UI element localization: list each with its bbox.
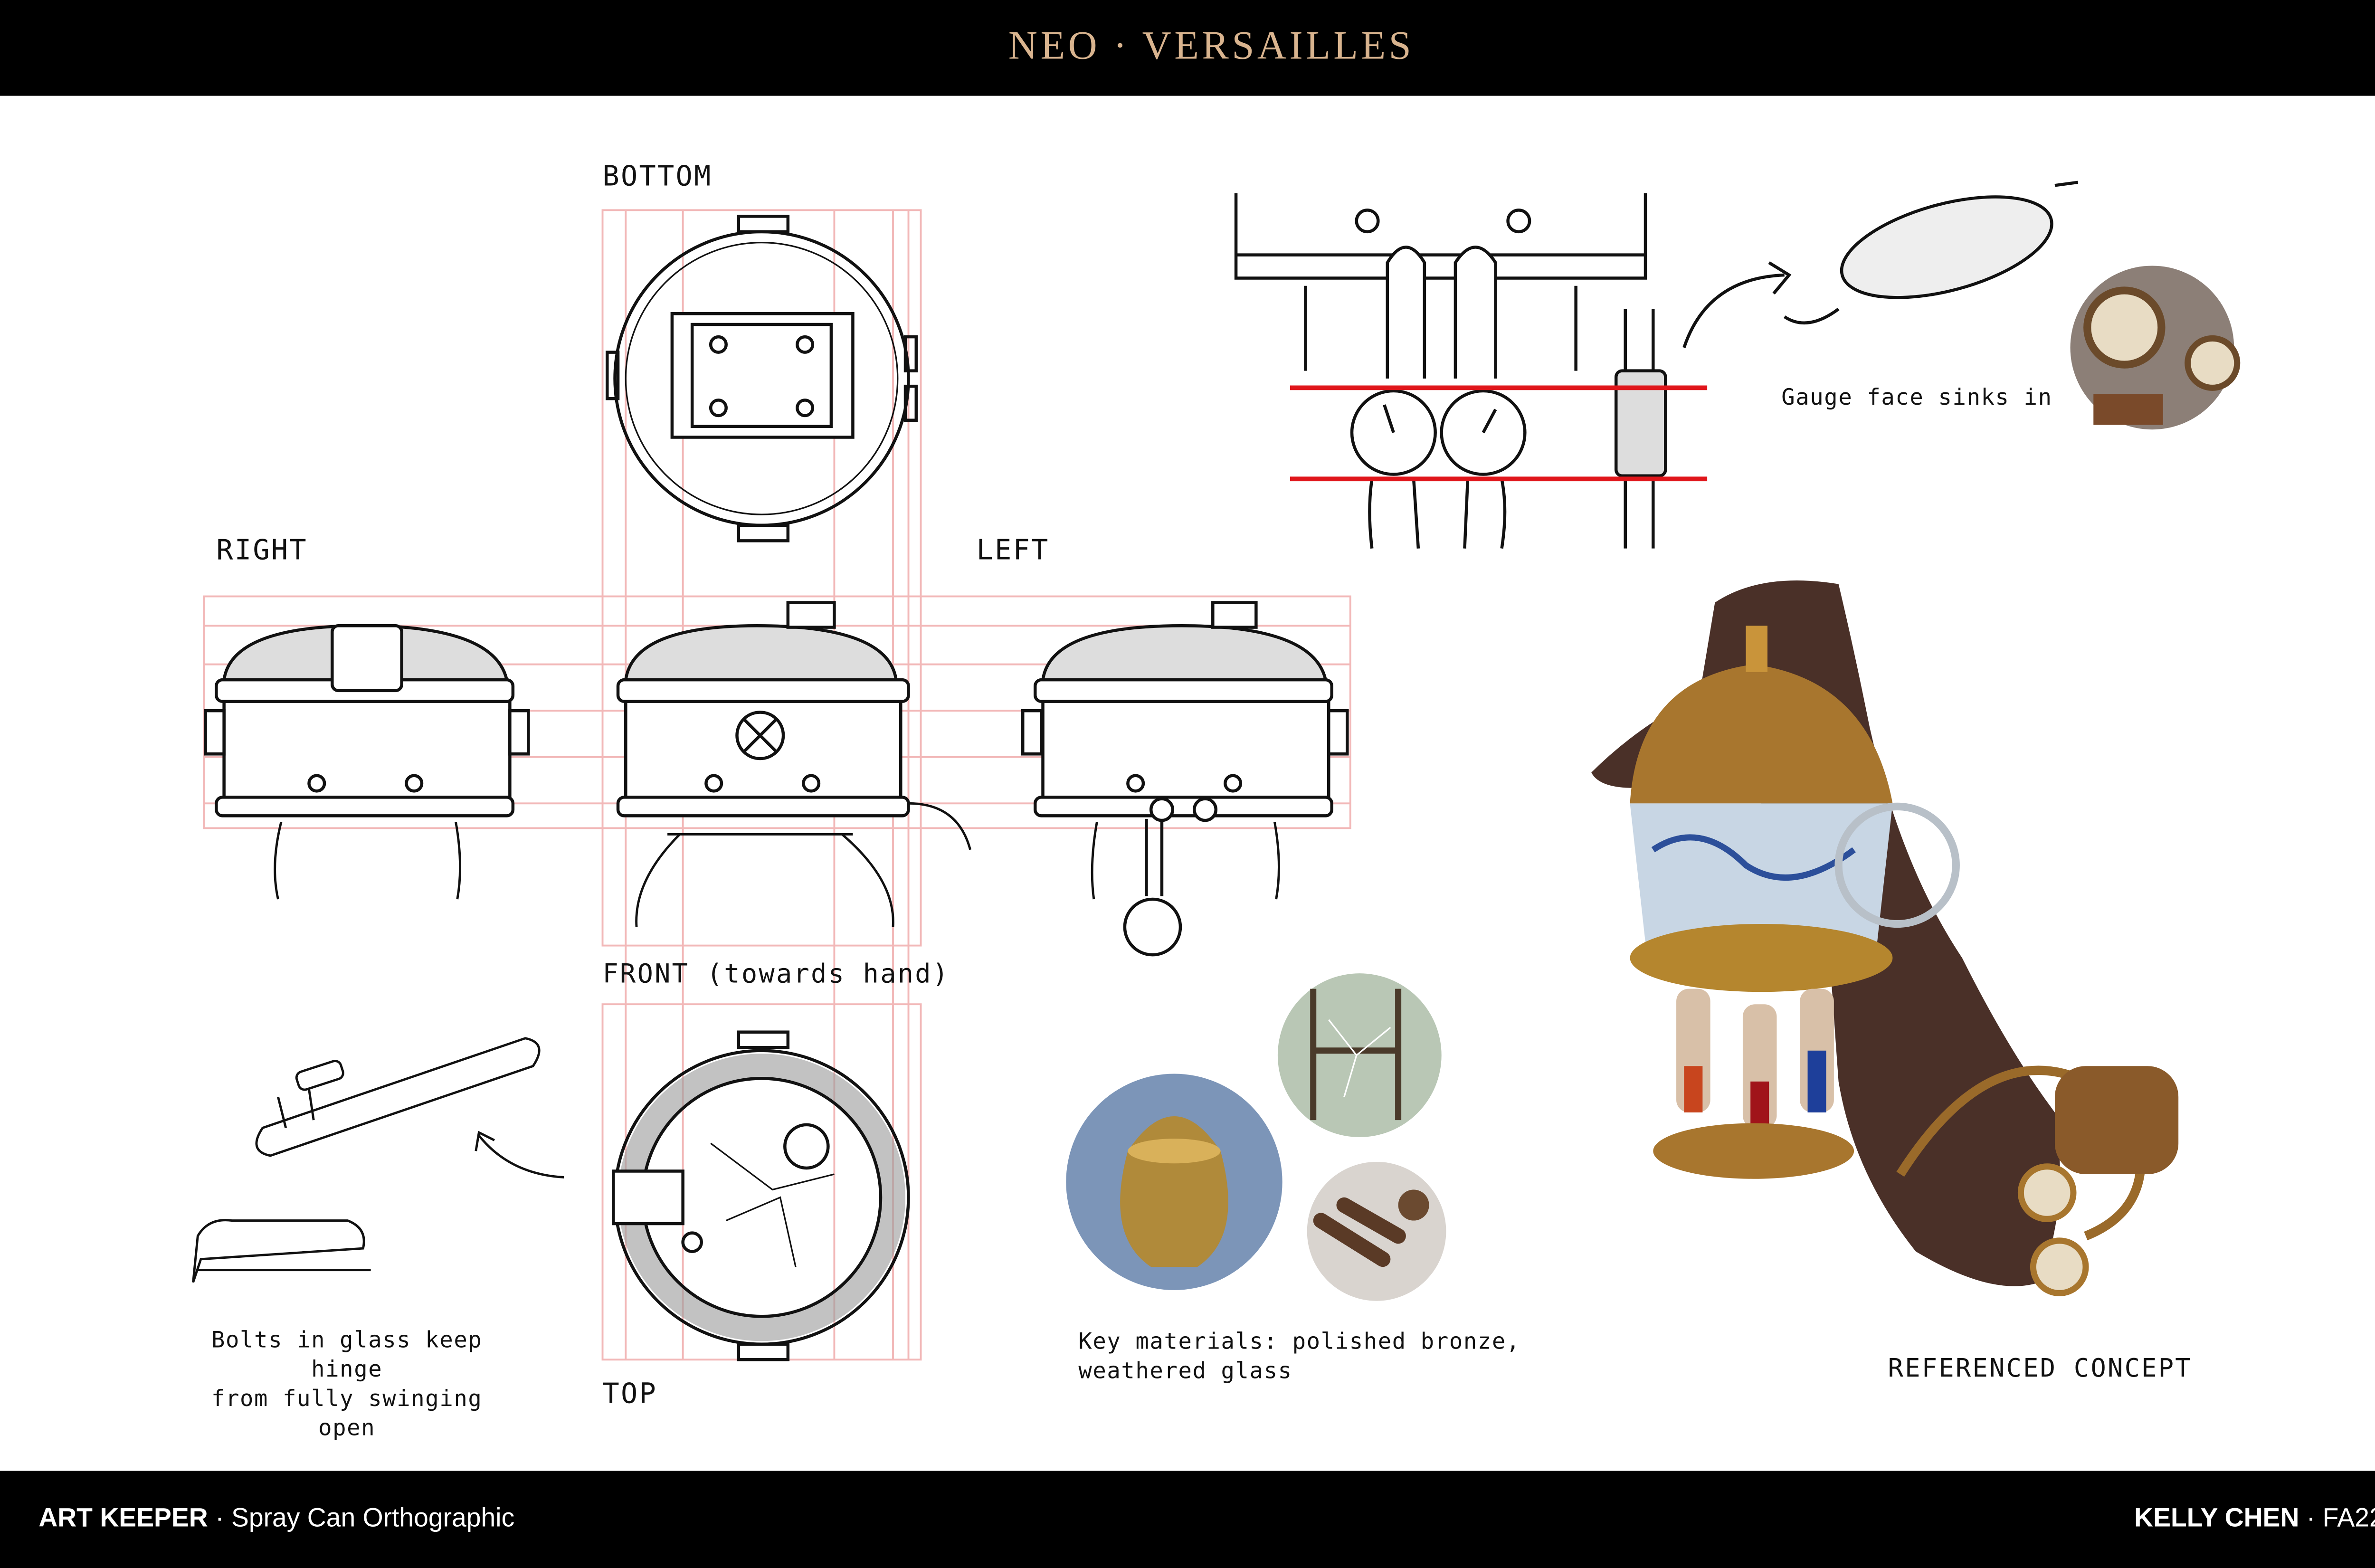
referenced-concept-painting [1591, 580, 2179, 1296]
label-top-view: TOP [602, 1378, 658, 1411]
term: FA22 [2322, 1503, 2375, 1533]
label-left-view: LEFT [976, 534, 1050, 567]
materials-note-line-1: Key materials: polished bronze, [1078, 1330, 1520, 1355]
left-view-sketch [1021, 601, 1349, 957]
project-subtitle: Spray Can Orthographic [231, 1503, 515, 1533]
materials-note-line-2: weathered glass [1078, 1359, 1292, 1385]
label-bottom-view: BOTTOM [602, 161, 712, 193]
hinge-note: Bolts in glass keep hinge from fully swi… [189, 1327, 505, 1444]
footer-right: KELLY CHEN · FA22 [2134, 1503, 2375, 1534]
footer-separator-right: · [2306, 1503, 2316, 1533]
right-view-sketch [204, 624, 530, 900]
label-front-view: FRONT (towards hand) [602, 959, 950, 990]
gauge-reference-photo [2070, 266, 2241, 430]
gauge-note: Gauge face sinks in [1781, 386, 2052, 411]
hinge-note-line-2: from fully swinging open [211, 1387, 483, 1442]
materials-note: Key materials: polished bronze, weathere… [1078, 1329, 1520, 1387]
bottom-view-sketch [606, 215, 918, 542]
gauge-detail-sketch [1234, 181, 2079, 549]
hinge-note-line-1: Bolts in glass keep hinge [211, 1329, 483, 1383]
hinge-sketches [192, 1037, 564, 1283]
alignment-red-lines [1290, 385, 1708, 482]
author-name: KELLY CHEN [2134, 1503, 2299, 1533]
project-name: ART KEEPER [38, 1503, 208, 1533]
material-reference-photos [1066, 973, 1446, 1301]
concept-caption: REFERENCED CONCEPT [1888, 1353, 2192, 1383]
footer-left: ART KEEPER · Spray Can Orthographic [38, 1503, 514, 1534]
label-right-view: RIGHT [216, 534, 308, 567]
footer-bar [0, 1471, 2375, 1568]
header-bar [0, 0, 2375, 96]
page-title: NEO · VERSAILLES [1008, 23, 1415, 68]
footer-separator: · [215, 1503, 224, 1533]
side-view-sketches [204, 601, 1349, 957]
top-view-sketch [612, 1030, 910, 1361]
front-view-sketch [616, 601, 971, 927]
